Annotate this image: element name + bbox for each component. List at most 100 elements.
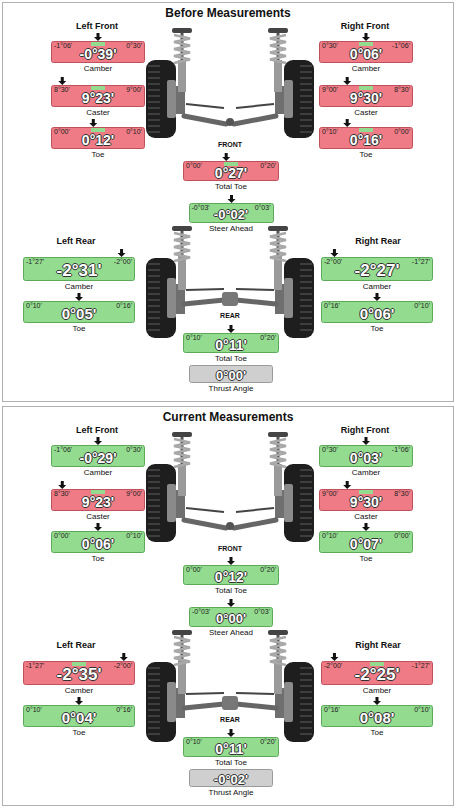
measurement-value: 0°03' — [350, 451, 382, 465]
alignment-gauge: -2°00'-1°27'-2°27'Camber — [321, 249, 433, 292]
suspension-part — [270, 637, 286, 665]
suspension-part — [234, 116, 276, 124]
suspension-part — [146, 662, 176, 742]
alignment-gauge: 8°30'9°00'9°23'Caster — [51, 481, 145, 522]
gauge-caption: Caster — [86, 512, 110, 521]
suspension-part — [222, 292, 238, 306]
suspension-part — [148, 535, 160, 537]
suspension-part — [270, 35, 286, 63]
range-limit: 9°00' — [126, 490, 142, 498]
gauge-caption: Steer Ahead — [209, 224, 253, 233]
gauge-fill — [190, 608, 273, 627]
range-limit: 0°10' — [414, 706, 430, 714]
measurement-value: 9°30' — [350, 91, 382, 105]
suspension-part — [284, 682, 293, 722]
indicator-arrow — [373, 293, 381, 301]
gauge-caption: Toe — [92, 150, 105, 159]
suspension-part — [178, 60, 186, 92]
suspension-part — [148, 481, 160, 483]
suspension-part — [300, 323, 312, 325]
alignment-gauge: 9°00'8°30'9°30'Caster — [319, 77, 413, 118]
range-limit: 0°10' — [126, 128, 142, 136]
gauge-fill — [24, 706, 135, 727]
range-mark — [91, 42, 105, 46]
gauge-fill — [184, 162, 279, 181]
gauge-fill — [24, 662, 135, 685]
gauge-fill — [52, 42, 145, 63]
alignment-gauge: -1°27'-2°00'-2°31'Camber — [23, 249, 135, 292]
alignment-gauge: 0°00'0°20'0°27'Total Toe — [183, 153, 279, 192]
suspension-part — [300, 727, 312, 729]
suspension-part — [148, 317, 160, 319]
suspension-part — [186, 289, 224, 290]
range-limit: 0°10' — [126, 532, 142, 540]
suspension-part — [270, 439, 286, 467]
gauge-caption: Caster — [354, 108, 378, 117]
indicator-arrow — [330, 653, 338, 661]
range-limit: -1°06' — [392, 42, 410, 50]
range-mark — [359, 42, 373, 46]
measurement-value: 0°08' — [360, 710, 395, 725]
suspension-part — [226, 522, 234, 530]
range-limit: -2°00' — [114, 258, 132, 266]
measurement-value: 0°06' — [350, 47, 382, 61]
gauge-fill — [320, 128, 413, 149]
range-limit: 9°00' — [322, 490, 338, 498]
suspension-part — [300, 125, 312, 127]
suspension-part — [167, 484, 176, 522]
range-mark — [91, 128, 105, 132]
suspension-part — [148, 487, 160, 489]
suspension-part — [300, 101, 312, 103]
suspension-part — [184, 520, 226, 528]
gauge-fill — [24, 302, 135, 323]
gauge-caption: Toe — [360, 150, 373, 159]
suspension-part — [148, 275, 160, 277]
range-limit: 0°00' — [54, 128, 70, 136]
suspension-part — [300, 709, 312, 711]
measurement-value: 0°00' — [216, 369, 246, 382]
suspension-part — [268, 630, 288, 635]
suspension-part — [284, 278, 293, 318]
suspension-part — [300, 517, 312, 519]
gauge-fill — [52, 532, 145, 553]
position-label: Left Rear — [56, 640, 95, 650]
suspension-part — [174, 35, 190, 63]
range-limit: 0°10' — [186, 334, 202, 342]
gauge-fill — [322, 662, 433, 685]
suspension-part — [167, 278, 176, 318]
range-limit: 0°10' — [186, 738, 202, 746]
suspension-part — [148, 667, 160, 669]
suspension-part — [148, 71, 160, 73]
suspension-part — [300, 481, 312, 483]
suspension-part — [148, 673, 160, 675]
range-limit: 0°16' — [324, 302, 340, 310]
position-label: FRONT — [218, 141, 242, 149]
gauge-caption: Thrust Angle — [209, 384, 254, 393]
gauge-fill — [190, 366, 273, 383]
indicator-arrow — [373, 697, 381, 705]
alignment-gauge: 0°30'-1°06'0°06'Camber — [319, 33, 413, 74]
indicator-arrow — [118, 249, 126, 257]
gauge-fill — [322, 302, 433, 323]
indicator-arrow — [94, 523, 102, 531]
suspension-part — [174, 439, 190, 467]
suspension-part — [236, 289, 274, 290]
range-limit: 0°00' — [186, 566, 202, 574]
range-limit: 0°16' — [116, 302, 132, 310]
suspension-part — [300, 293, 312, 295]
range-limit: 0°20' — [260, 162, 276, 170]
suspension-part — [148, 113, 160, 115]
suspension-part — [274, 464, 282, 496]
suspension-part — [146, 28, 226, 138]
range-limit: 8°30' — [54, 86, 70, 94]
gauge-caption: Camber — [65, 282, 93, 291]
suspension-part — [146, 464, 176, 542]
suspension-part — [284, 484, 293, 522]
gauge-fill — [52, 128, 145, 149]
suspension-part — [148, 679, 160, 681]
range-limit: 0°10' — [26, 302, 42, 310]
suspension-part — [148, 107, 160, 109]
suspension-part — [148, 311, 160, 313]
suspension-part — [172, 28, 192, 33]
range-limit: -1°27' — [26, 662, 44, 670]
